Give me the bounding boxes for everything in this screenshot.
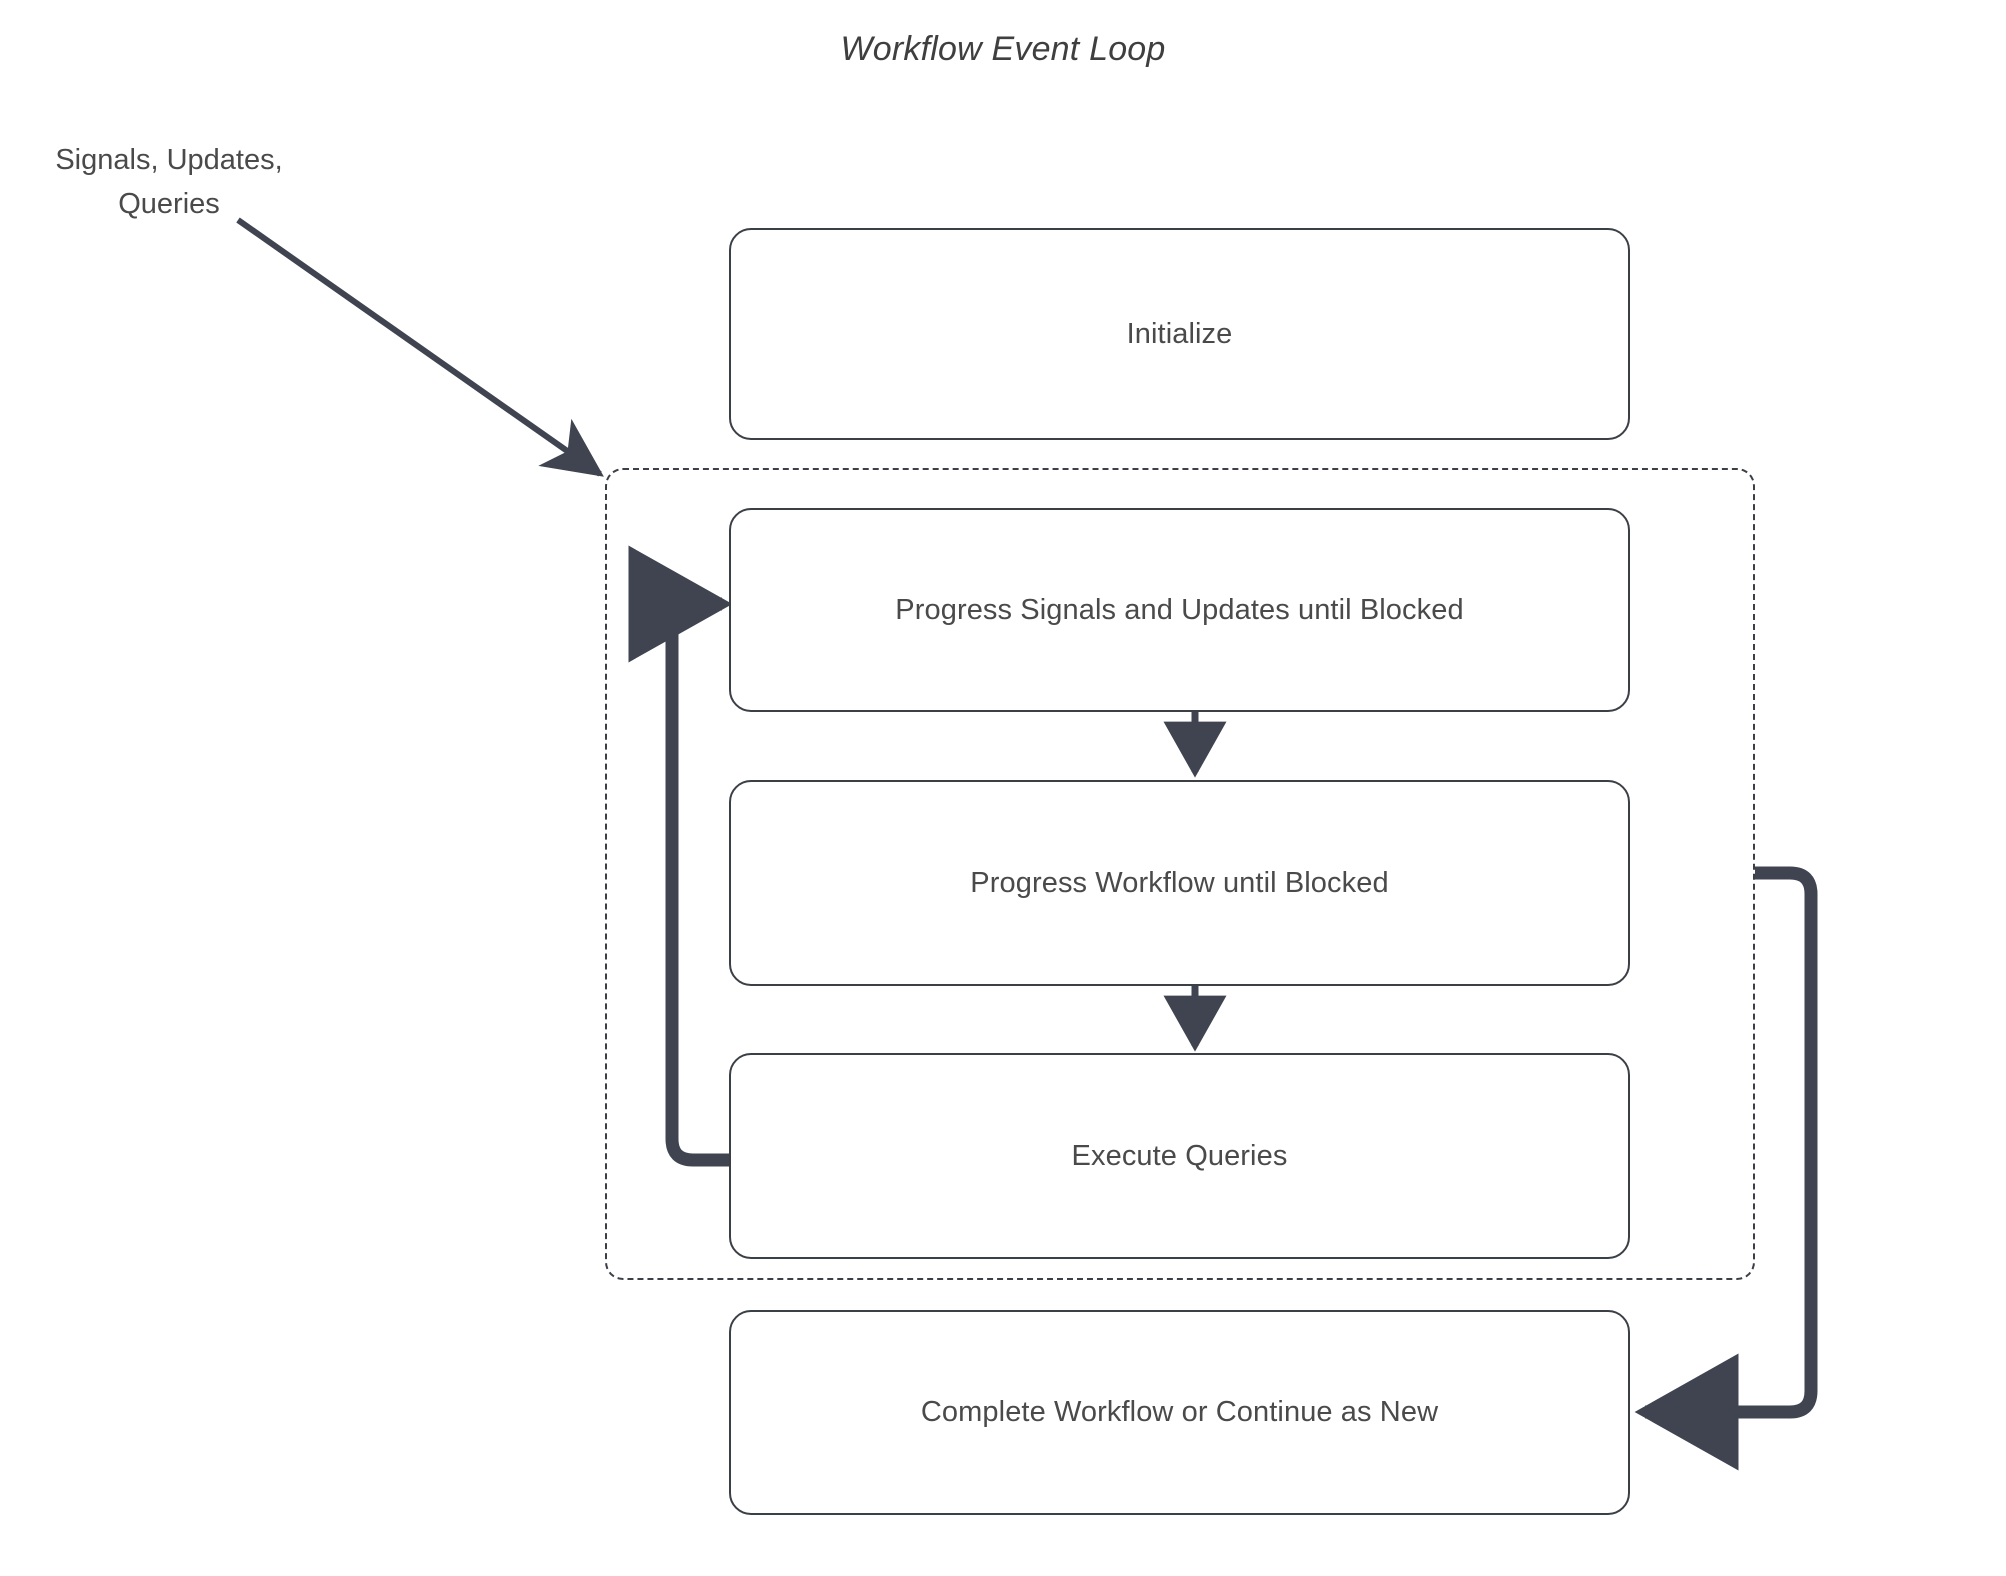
external-input-label: Signals, Updates, Queries <box>14 138 324 226</box>
node-initialize-label: Initialize <box>1126 317 1233 350</box>
external-input-line-1: Signals, Updates, <box>55 144 283 176</box>
node-progress-workflow[interactable]: Progress Workflow until Blocked <box>729 780 1630 986</box>
node-complete-workflow-label: Complete Workflow or Continue as New <box>920 1396 1439 1428</box>
node-complete-workflow[interactable]: Complete Workflow or Continue as New <box>729 1310 1630 1515</box>
node-progress-signals[interactable]: Progress Signals and Updates until Block… <box>729 508 1630 712</box>
node-execute-queries-label: Execute Queries <box>1071 1139 1288 1172</box>
node-execute-queries[interactable]: Execute Queries <box>729 1053 1630 1259</box>
node-initialize[interactable]: Initialize <box>729 228 1630 440</box>
external-input-line-2: Queries <box>118 188 220 220</box>
edge-external-input-to-loop <box>236 217 604 477</box>
node-progress-signals-label: Progress Signals and Updates until Block… <box>895 593 1464 626</box>
node-progress-workflow-label: Progress Workflow until Blocked <box>970 866 1389 899</box>
page-title: Workflow Event Loop <box>840 30 1166 68</box>
